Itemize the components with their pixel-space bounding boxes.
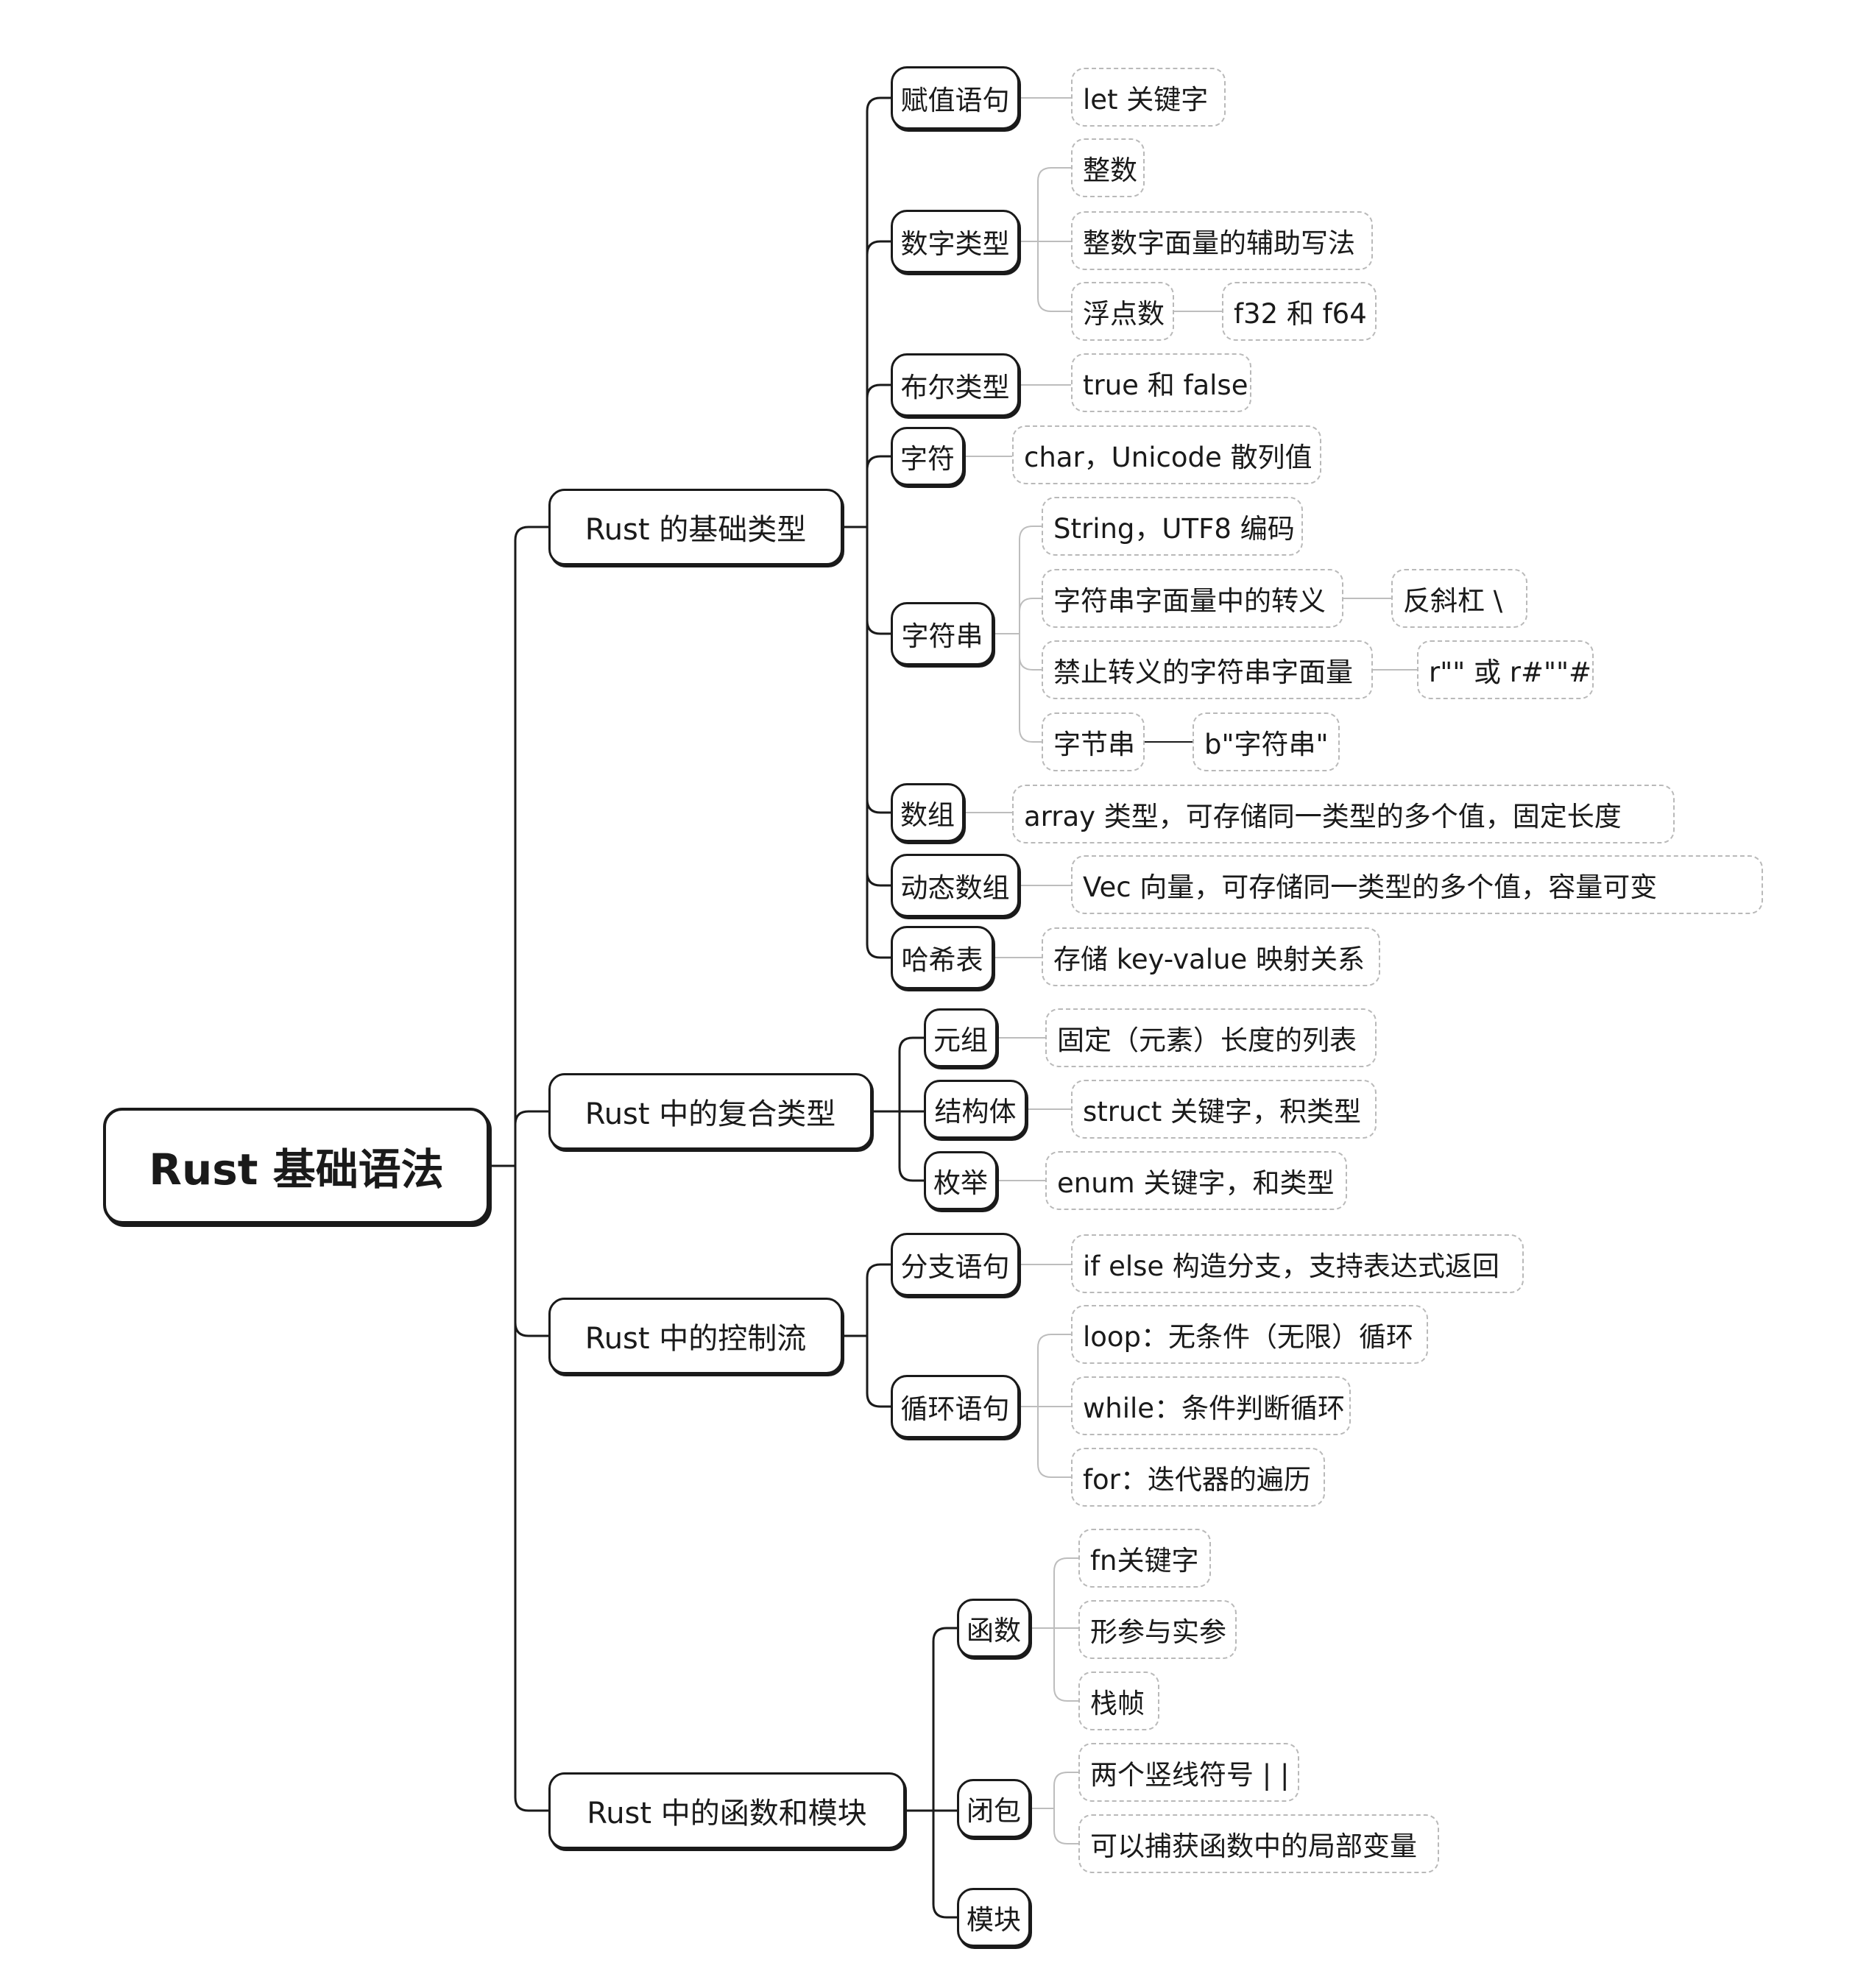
sub-bool-type: 布尔类型	[891, 353, 1020, 417]
connector-sub-assignment	[866, 96, 892, 528]
connector-leaf-fn-keyword	[1053, 1557, 1079, 1629]
leaf-while: while：条件判断循环	[1071, 1376, 1351, 1435]
connector-sub-vec	[866, 526, 892, 887]
connector-leaf-float	[1037, 241, 1072, 312]
sub-array: 数组	[891, 783, 964, 842]
category-compound-types: Rust 中的复合类型	[548, 1073, 872, 1150]
connector-sub-bool-type	[866, 383, 892, 528]
connector-sub-branch	[866, 1263, 892, 1337]
leaf-byte-string-syntax: b"字符串"	[1193, 712, 1340, 771]
leaf-let-keyword: let 关键字	[1071, 68, 1226, 127]
sub-hashmap: 哈希表	[891, 926, 994, 989]
leaf-true-false: true 和 false	[1071, 353, 1251, 412]
sub-char: 字符	[891, 427, 964, 486]
leaf-hashmap-desc: 存储 key-value 映射关系	[1042, 927, 1380, 986]
sub-branch: 分支语句	[891, 1233, 1020, 1296]
category-functions-modules: Rust 中的函数和模块	[548, 1772, 905, 1849]
sub-struct: 结构体	[924, 1080, 1027, 1139]
leaf-if-else: if else 构造分支，支持表达式返回	[1071, 1234, 1524, 1293]
sub-string: 字符串	[891, 602, 994, 665]
sub-assignment: 赋值语句	[891, 66, 1020, 130]
leaf-string-utf8: String，UTF8 编码	[1042, 497, 1303, 556]
leaf-float: 浮点数	[1071, 282, 1174, 341]
connector-sub-hashmap	[866, 526, 892, 959]
leaf-closure-capture: 可以捕获函数中的局部变量	[1078, 1814, 1439, 1873]
leaf-closure-pipes: 两个竖线符号 | |	[1078, 1743, 1299, 1802]
connector-category-compound-types	[514, 1110, 550, 1167]
sub-vec: 动态数组	[891, 854, 1020, 917]
connector-category-control-flow	[514, 1164, 550, 1337]
leaf-loop: loop：无条件（无限）循环	[1071, 1305, 1428, 1364]
connector-sub-char	[866, 455, 892, 528]
connector-sub-string	[866, 526, 892, 635]
connector-sub-function	[932, 1627, 958, 1812]
connector-sub-array	[866, 526, 892, 814]
sub-number-type: 数字类型	[891, 210, 1020, 273]
connector-leaf-string-utf8	[1019, 526, 1042, 634]
connector-leaf-closure-pipes	[1053, 1772, 1079, 1809]
leaf-raw-string: 禁止转义的字符串字面量	[1042, 640, 1373, 699]
sub-tuple: 元组	[924, 1008, 997, 1067]
leaf-for: for：迭代器的遍历	[1071, 1448, 1325, 1507]
leaf-integer-literal: 整数字面量的辅助写法	[1071, 211, 1373, 270]
connector-leaf-string-escape	[1019, 598, 1042, 634]
connector-leaf-stack-frame	[1053, 1627, 1079, 1702]
connector-sub-module	[932, 1809, 958, 1919]
connector-category-functions-modules	[514, 1164, 550, 1812]
connector-sub-tuple	[898, 1036, 925, 1113]
leaf-params-args: 形参与实参	[1078, 1600, 1237, 1659]
sub-closure: 闭包	[957, 1779, 1031, 1838]
leaf-integer: 整数	[1071, 138, 1145, 197]
leaf-enum-desc: enum 关键字，和类型	[1045, 1151, 1347, 1210]
sub-function: 函数	[957, 1599, 1031, 1658]
connector-sub-loop	[866, 1334, 892, 1408]
connector-leaf-closure-capture	[1053, 1808, 1079, 1844]
sub-module: 模块	[957, 1888, 1031, 1947]
leaf-array-desc: array 类型，可存储同一类型的多个值，固定长度	[1012, 785, 1675, 843]
connector-category-basic-types	[514, 526, 550, 1167]
connector-leaf-byte-string	[1019, 633, 1042, 743]
category-control-flow: Rust 中的控制流	[548, 1298, 843, 1374]
leaf-vec-desc: Vec 向量，可存储同一类型的多个值，容量可变	[1071, 855, 1763, 914]
root-node: Rust 基础语法	[103, 1108, 490, 1224]
leaf-fn-keyword: fn关键字	[1078, 1529, 1211, 1588]
leaf-byte-string: 字节串	[1042, 712, 1145, 771]
connector-sub-enum	[898, 1110, 925, 1182]
connector-leaf-integer	[1037, 167, 1072, 242]
sub-enum: 枚举	[924, 1151, 997, 1210]
connector-sub-number-type	[866, 240, 892, 528]
leaf-raw-syntax: r"" 或 r#""#	[1417, 640, 1594, 699]
connector-leaf-loop	[1037, 1334, 1072, 1407]
leaf-string-escape: 字符串字面量中的转义	[1042, 569, 1343, 628]
leaf-char-unicode: char，Unicode 散列值	[1012, 425, 1321, 484]
category-basic-types: Rust 的基础类型	[548, 489, 843, 565]
leaf-f32-f64: f32 和 f64	[1222, 282, 1377, 341]
leaf-tuple-desc: 固定（元素）长度的列表	[1045, 1008, 1377, 1067]
connector-leaf-for	[1037, 1406, 1072, 1478]
leaf-stack-frame: 栈帧	[1078, 1672, 1159, 1730]
connector-leaf-raw-string	[1019, 633, 1042, 671]
leaf-backslash: 反斜杠 \	[1391, 569, 1527, 628]
sub-loop: 循环语句	[891, 1375, 1020, 1438]
leaf-struct-desc: struct 关键字，积类型	[1071, 1080, 1377, 1139]
